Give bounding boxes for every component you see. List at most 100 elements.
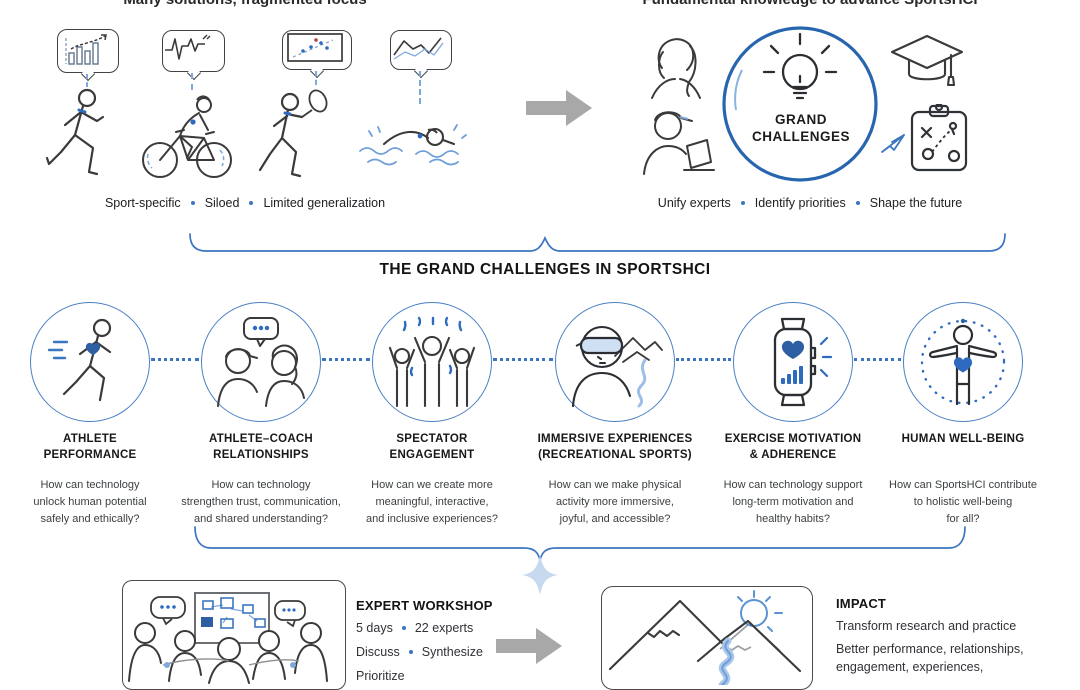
lightbulb-icon xyxy=(762,32,838,100)
athlete-coach-icon xyxy=(217,317,305,407)
cyclist-icon xyxy=(142,95,232,178)
right-arrow-icon xyxy=(496,628,562,664)
vr-headset-icon xyxy=(571,325,663,408)
bottom-brace xyxy=(194,526,966,595)
strategy-clipboard-icon xyxy=(910,104,968,172)
hub-label: GRAND CHALLENGES xyxy=(751,112,850,144)
challenge-question: How can technology support long-term mot… xyxy=(723,479,863,526)
dotted-connector xyxy=(322,358,370,361)
challenge-card-wellbeing: HUMAN WELL-BEING How can SportsHCI contr… xyxy=(863,302,1063,528)
waveform-bubble xyxy=(162,30,225,72)
signal-waveform-icon xyxy=(165,34,211,60)
workshop-title: EXPERT WORKSHOP xyxy=(356,598,493,613)
workshop-activity: Prioritize xyxy=(356,669,405,683)
dot-separator xyxy=(401,626,406,630)
dot-separator xyxy=(190,201,195,205)
dashed-connector xyxy=(191,73,193,90)
impact-line: Better performance, relationships, xyxy=(836,642,1024,656)
impact-illustration xyxy=(608,590,802,685)
challenge-card-motivation: EXERCISE MOTIVATION & ADHERENCE How can … xyxy=(693,302,893,528)
challenge-label: HUMAN WELL-BEING xyxy=(901,433,1025,445)
workshop-activity: Discuss xyxy=(356,645,400,659)
challenge-question: How can SportsHCI contribute to holistic… xyxy=(889,479,1037,526)
impact-panel xyxy=(601,586,813,690)
runner-icon xyxy=(45,88,105,176)
challenge-circle xyxy=(201,302,321,422)
challenge-label: EXERCISE MOTIVATION & ADHERENCE xyxy=(724,433,862,462)
grand-challenges-hub-circle xyxy=(722,26,878,182)
dotted-connector xyxy=(493,358,553,361)
dot-separator xyxy=(855,201,860,205)
sun-icon xyxy=(737,590,783,632)
caption-item: Identify priorities xyxy=(754,196,846,210)
bar-chart-icon xyxy=(65,34,107,65)
challenge-card-spectator: SPECTATOR ENGAGEMENT How can we create m… xyxy=(332,302,532,528)
graduation-cap-icon xyxy=(890,34,964,87)
challenge-circle xyxy=(30,302,150,422)
dot-separator xyxy=(408,650,413,654)
challenge-card-immersive: IMMERSIVE EXPERIENCES (RECREATIONAL SPOR… xyxy=(515,302,715,528)
scatter-screen-icon xyxy=(287,33,343,62)
runner-heart-icon xyxy=(47,318,112,402)
workshop-row-2: Discuss Synthesize xyxy=(356,645,483,659)
impact-line: Transform research and practice xyxy=(836,619,1017,633)
sparkle-icon xyxy=(522,555,558,595)
dotted-connector xyxy=(151,358,199,361)
dotted-connector xyxy=(676,358,731,361)
caption-item: Limited generalization xyxy=(263,196,386,210)
challenge-question: How can we make physical activity more i… xyxy=(548,479,682,526)
caption-item: Unify experts xyxy=(657,196,731,210)
challenge-label: IMMERSIVE EXPERIENCES (RECREATIONAL SPOR… xyxy=(537,433,693,462)
challenge-circle xyxy=(372,302,492,422)
right-arrow-icon xyxy=(526,90,592,126)
workshop-stat: 5 days xyxy=(356,621,393,635)
paper-dart-icon xyxy=(881,134,905,153)
impact-line: engagement, experiences, xyxy=(836,660,984,674)
mountains-icon xyxy=(608,599,802,673)
left-section-title: Many solutions, fragmented focus xyxy=(60,0,430,9)
woman-icon xyxy=(651,38,701,99)
wellbeing-icon xyxy=(920,318,1006,406)
dotted-connector xyxy=(854,358,901,361)
dot-separator xyxy=(249,201,254,205)
challenge-circle xyxy=(903,302,1023,422)
challenge-label: ATHLETE–COACH RELATIONSHIPS xyxy=(209,433,313,462)
swimmer-icon xyxy=(359,124,467,166)
challenges-title: THE GRAND CHALLENGES IN SPORTSHCI xyxy=(379,261,711,278)
workshop-panel xyxy=(122,580,346,690)
challenge-question: How can technology strengthen trust, com… xyxy=(181,479,341,526)
challenge-card-athlete-coach: ATHLETE–COACH RELATIONSHIPS How can tech… xyxy=(161,302,361,528)
researcher-laptop-icon xyxy=(643,111,715,175)
right-caption: Unify experts Identify priorities Shape … xyxy=(615,196,1005,210)
challenge-label: ATHLETE PERFORMANCE xyxy=(43,433,137,462)
dashed-connector xyxy=(315,71,317,85)
right-section-title: Fundamental knowledge to advance SportsH… xyxy=(600,0,1020,9)
scatter-screen-bubble xyxy=(282,30,352,70)
dashed-connector xyxy=(86,74,88,87)
challenge-question: How can technology unlock human potentia… xyxy=(33,479,147,526)
workshop-row-1: 5 days 22 experts xyxy=(356,621,473,635)
challenge-card-athlete-performance: ATHLETE PERFORMANCE How can technology u… xyxy=(0,302,190,528)
workshop-stat: 22 experts xyxy=(414,621,474,635)
line-chart-bubble xyxy=(390,30,452,70)
workshop-row-3: Prioritize xyxy=(356,669,405,683)
caption-item: Sport-specific xyxy=(104,196,181,210)
spectators-icon xyxy=(388,316,476,408)
caption-item: Siloed xyxy=(204,196,240,210)
left-caption: Sport-specific Siloed Limited generaliza… xyxy=(60,196,430,210)
impact-title: IMPACT xyxy=(836,596,887,611)
bar-chart-bubble xyxy=(57,29,119,73)
challenge-question: How can we create more meaningful, inter… xyxy=(365,479,499,526)
dashed-connector xyxy=(419,71,421,104)
challenge-circle xyxy=(733,302,853,422)
caption-item: Shape the future xyxy=(869,196,963,210)
line-chart-icon xyxy=(393,37,444,60)
workshop-activity: Synthesize xyxy=(421,645,483,659)
dot-separator xyxy=(740,201,745,205)
tennis-player-icon xyxy=(258,89,328,178)
challenge-circle xyxy=(555,302,675,422)
sportshci-infographic: { "header": { "left_title": "Many soluti… xyxy=(0,0,1080,675)
challenge-label: SPECTATOR ENGAGEMENT xyxy=(389,433,475,462)
workshop-illustration xyxy=(128,592,328,684)
speech-bubble-icon xyxy=(150,596,306,628)
